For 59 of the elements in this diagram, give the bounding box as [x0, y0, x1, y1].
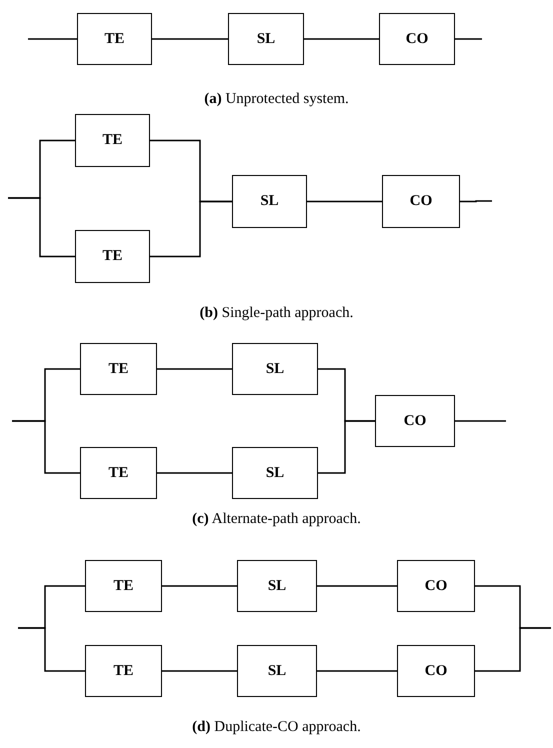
- connector-line: [28, 38, 77, 40]
- process-box: [232, 343, 318, 395]
- box-label: SL: [260, 192, 279, 212]
- box-label: CO: [404, 412, 426, 431]
- connector-line: [18, 627, 85, 672]
- connector-line: [318, 420, 375, 474]
- box-label: CO: [424, 576, 448, 596]
- connector-line: [455, 38, 482, 40]
- process-box: [379, 13, 455, 65]
- box-label: TE: [104, 30, 124, 49]
- connector-line: [152, 38, 228, 40]
- connector-line: [8, 197, 75, 258]
- box-label: SL: [266, 464, 284, 483]
- box-label: TE: [113, 576, 134, 596]
- process-box: [382, 175, 460, 228]
- box-label: TE: [108, 360, 128, 379]
- box-label: CO: [424, 662, 448, 681]
- box-label: TE: [113, 662, 134, 681]
- connector-line: [157, 472, 232, 474]
- process-box: [397, 645, 475, 697]
- box-label: TE: [102, 131, 122, 150]
- box-label: CO: [406, 30, 428, 49]
- connector-line: [307, 200, 382, 202]
- connector-line: [12, 420, 80, 474]
- connector-line: [304, 38, 379, 40]
- process-box: [80, 343, 157, 395]
- connector-line: [455, 420, 506, 422]
- figure-caption: (a) Unprotected system.: [204, 90, 349, 109]
- box-label: SL: [266, 360, 284, 379]
- connector-line: [317, 585, 397, 587]
- box-label: SL: [256, 30, 276, 49]
- connector-line: [317, 670, 397, 672]
- process-box: [375, 395, 455, 447]
- box-label: CO: [410, 192, 432, 212]
- figure-caption: (c) Alternate-path approach.: [192, 510, 361, 529]
- connector-line: [150, 200, 232, 258]
- box-label: SL: [268, 662, 286, 681]
- connector-line: [162, 585, 237, 587]
- process-box: [85, 560, 162, 612]
- process-box: [75, 230, 150, 283]
- connector-line: [460, 200, 492, 202]
- connector-line: [162, 670, 237, 672]
- figure-caption: (b) Single-path approach.: [200, 304, 354, 323]
- process-box: [237, 560, 317, 612]
- process-box: [228, 13, 304, 65]
- process-box: [232, 175, 307, 228]
- process-box: [237, 645, 317, 697]
- process-box: [77, 13, 152, 65]
- box-label: TE: [108, 464, 128, 483]
- connector-line: [475, 627, 551, 672]
- box-label: SL: [268, 576, 286, 596]
- connector-line: [157, 368, 232, 370]
- process-box: [75, 114, 150, 167]
- figure-caption: (d) Duplicate-CO approach.: [192, 718, 361, 737]
- box-label: TE: [102, 247, 122, 266]
- process-box: [397, 560, 475, 612]
- process-box: [232, 447, 318, 499]
- process-box: [85, 645, 162, 697]
- process-box: [80, 447, 157, 499]
